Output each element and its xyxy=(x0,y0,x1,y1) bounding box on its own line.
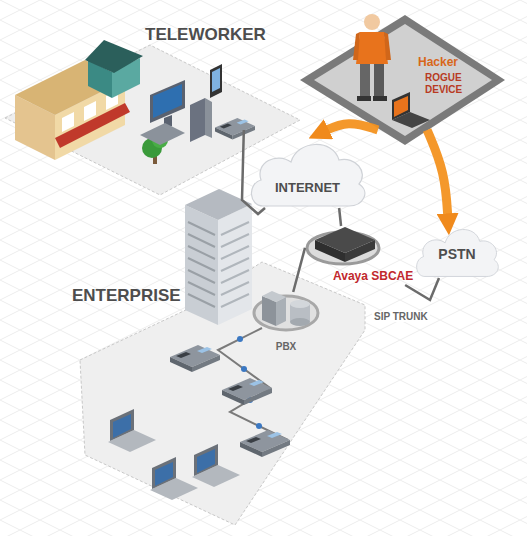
hacker-region: HackerROGUE DEVICE xyxy=(300,5,505,130)
desk-phone-icon xyxy=(170,345,290,457)
laptop-icon xyxy=(150,457,198,500)
laptop-icon xyxy=(192,444,240,487)
computer-icon xyxy=(140,80,212,145)
text-slot: TELEWORKER xyxy=(145,25,266,45)
house-icon xyxy=(85,40,143,73)
hacker-figure xyxy=(356,32,388,64)
enterprise-region: ENTERPRISE PBX xyxy=(70,284,365,530)
cafe-building xyxy=(55,103,130,148)
computer-icon xyxy=(140,123,185,145)
hacker-figure xyxy=(374,62,384,98)
network-link xyxy=(339,208,341,226)
rogue-laptop-icon xyxy=(392,92,430,128)
lan-wire xyxy=(241,366,247,372)
computer-icon xyxy=(150,80,185,123)
lan-wire xyxy=(237,336,243,342)
text-slot: Avaya SBCAE xyxy=(333,266,413,284)
cloud-shape xyxy=(245,132,370,208)
office-building xyxy=(218,204,252,325)
lan-wire xyxy=(256,423,262,429)
pbx-server-icon xyxy=(276,297,286,326)
desk-phone-icon xyxy=(240,430,290,457)
computer-icon xyxy=(205,98,212,138)
hacker-figure xyxy=(364,14,380,30)
hacker-figure xyxy=(373,96,387,101)
teleworker-platform xyxy=(5,45,300,195)
hacker-platform xyxy=(300,15,505,145)
hacker-figure xyxy=(384,32,391,60)
pbx-server-icon xyxy=(290,318,310,326)
text-slot: Hacker xyxy=(418,52,458,70)
node-label: Avaya SBCAE xyxy=(333,269,413,283)
text-slot: ENTERPRISE xyxy=(72,286,181,306)
text-slot: PSTN xyxy=(438,245,475,263)
hacker-figure xyxy=(353,32,360,60)
laptop-icon xyxy=(108,409,156,452)
hacker-figure xyxy=(357,96,371,101)
house-icon xyxy=(85,40,143,98)
cafe-building xyxy=(62,112,74,132)
text-slot: INTERNET xyxy=(275,178,340,196)
office-building xyxy=(188,222,215,307)
edge-label-slot: SIP TRUNK xyxy=(372,306,430,324)
node-label: INTERNET xyxy=(275,180,340,195)
node-label: TELEWORKER xyxy=(145,25,266,45)
office-building xyxy=(185,205,218,325)
laptop-icon xyxy=(108,409,240,500)
sbc-box: Avaya SBCAE xyxy=(305,226,416,285)
attack-arrow xyxy=(323,124,378,132)
desk-phone-icon xyxy=(215,118,255,140)
hacker-figure xyxy=(360,62,370,98)
network-link xyxy=(293,248,305,292)
office-building xyxy=(221,222,249,307)
hacker-figure xyxy=(353,14,391,101)
pbx-server-icon xyxy=(262,291,286,302)
rogue-laptop-icon xyxy=(394,96,408,117)
pbx-server-icon xyxy=(254,296,318,330)
node-label: PSTN xyxy=(438,246,475,262)
cloud-outline xyxy=(251,144,364,206)
office-building xyxy=(185,189,252,325)
sbc-device xyxy=(315,227,375,253)
teleworker-region: TELEWORKER xyxy=(5,15,269,130)
hacker-platform xyxy=(300,15,505,145)
hacker-platform xyxy=(314,24,492,136)
sbc-device xyxy=(307,227,379,264)
desk-phone-icon xyxy=(170,345,220,372)
pstn-cloud: PSTN xyxy=(412,220,502,278)
attack-arrow xyxy=(427,130,448,220)
text-slot: PBX xyxy=(276,336,297,354)
mobile-phone-icon xyxy=(210,64,222,98)
pbx-server-icon xyxy=(254,291,318,330)
node-label: ENTERPRISE xyxy=(72,286,181,306)
cloud-outline xyxy=(417,230,499,277)
computer-icon xyxy=(190,98,205,142)
pbx-server-icon xyxy=(290,300,310,308)
cafe-building xyxy=(84,101,96,121)
computer-icon xyxy=(153,84,182,118)
edge-label: SIP TRUNK xyxy=(372,311,430,322)
teleworker-platform xyxy=(5,45,300,195)
node-label: Hacker xyxy=(418,55,458,69)
rogue-laptop-icon xyxy=(392,92,410,120)
mobile-phone-icon xyxy=(210,64,222,98)
text-slot: ROGUE DEVICE xyxy=(425,72,477,97)
internet-cloud: INTERNET xyxy=(245,132,370,208)
node-label: PBX xyxy=(276,341,297,352)
node-sublabel: ROGUE DEVICE xyxy=(425,72,477,95)
pbx-box: PBX xyxy=(250,292,322,354)
desk-phone-icon xyxy=(215,118,255,140)
mobile-phone-icon xyxy=(212,68,220,92)
desk-phone-icon xyxy=(222,378,272,405)
